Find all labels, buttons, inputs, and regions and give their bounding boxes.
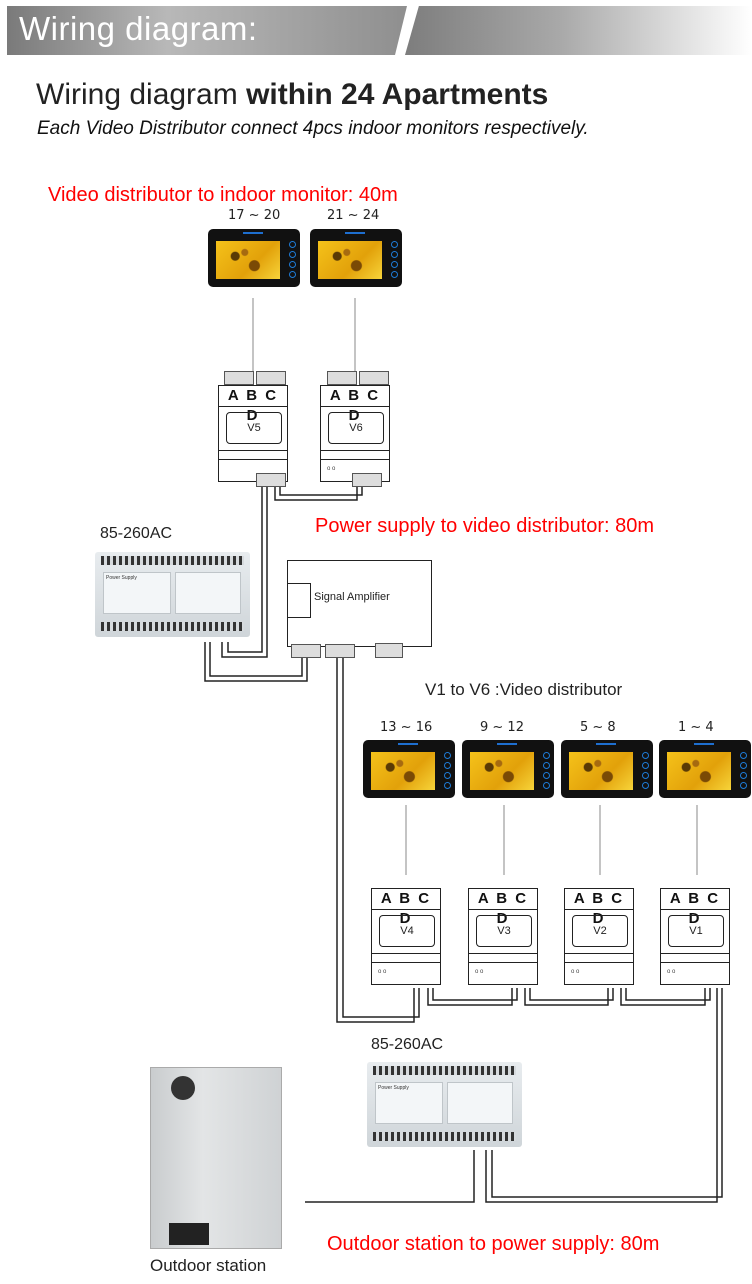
outdoor-station	[150, 1067, 282, 1249]
brand-logo	[345, 232, 365, 234]
indoor-monitor	[462, 740, 554, 798]
wire-v3-v2-a	[524, 988, 609, 1006]
terminal-block	[291, 644, 321, 658]
banner-left-bar	[7, 6, 407, 55]
port-labels: A B C D	[321, 386, 389, 424]
power-supply: Power Supply	[367, 1062, 522, 1147]
camera-icon	[171, 1076, 195, 1100]
monitor-screen	[216, 241, 280, 279]
distributor-id: V6	[328, 412, 384, 444]
monitor-label: 13 ~ 16	[380, 720, 433, 735]
distributor-id: V5	[226, 412, 282, 444]
signal-amplifier: Signal Amplifier	[287, 560, 432, 647]
wire-v1-psu2-b	[491, 988, 723, 1198]
card-reader	[169, 1223, 209, 1245]
wire-v5-v6-b	[279, 482, 363, 496]
monitor-label: 9 ~ 12	[480, 720, 524, 735]
amplifier-label: Signal Amplifier	[314, 591, 390, 603]
terminal-block	[224, 371, 254, 385]
power-supply: Power Supply	[95, 552, 250, 637]
monitor-buttons	[289, 241, 296, 281]
video-distributor-v6: A B C D V6 o o	[320, 385, 390, 482]
annotation-distributor-to-monitor: Video distributor to indoor monitor: 40m	[48, 184, 398, 206]
indoor-monitor	[363, 740, 455, 798]
banner-right-bar	[405, 6, 752, 55]
brand-logo	[243, 232, 263, 234]
video-distributor-v5: A B C D V5	[218, 385, 288, 482]
port-labels: A B C D	[469, 889, 537, 927]
terminal-block	[327, 371, 357, 385]
page-subtitle: Each Video Distributor connect 4pcs indo…	[37, 118, 589, 139]
wire-outdoor-psu2	[305, 1150, 475, 1203]
monitor-label: 21 ~ 24	[327, 208, 380, 223]
monitor-buttons	[391, 241, 398, 281]
psu-panel-text: Power Supply	[103, 572, 171, 614]
indoor-monitor	[659, 740, 751, 798]
outdoor-station-label: Outdoor station	[150, 1256, 267, 1275]
page-title: Wiring diagram within 24 Apartments	[36, 78, 548, 112]
annotation-power-to-distributor: Power supply to video distributor: 80m	[315, 515, 655, 537]
psu-label: 85-260AC	[100, 525, 173, 542]
distributor-id: V1	[668, 915, 724, 947]
indoor-monitor	[561, 740, 653, 798]
monitor-screen	[318, 241, 382, 279]
terminal-block	[359, 371, 389, 385]
terminal-block	[256, 473, 286, 487]
banner-title: Wiring diagram:	[19, 10, 258, 47]
port-labels: A B C D	[661, 889, 729, 927]
annotation-outdoor-to-power: Outdoor station to power supply: 80m	[327, 1233, 660, 1255]
distributor-legend: V1 to V6 :Video distributor	[425, 680, 623, 699]
page-title-bold: within 24 Apartments	[246, 78, 549, 111]
monitor-label: 1 ~ 4	[678, 720, 714, 735]
indoor-monitor	[310, 229, 402, 287]
distributor-id: V2	[572, 915, 628, 947]
indoor-monitor	[208, 229, 300, 287]
wire-v1-psu2-a	[485, 988, 718, 1203]
wire-v2-v1-b	[625, 988, 711, 1001]
distributor-id: V4	[379, 915, 435, 947]
wire-amp-v4-b	[342, 655, 420, 1018]
wire-v3-v2-b	[529, 988, 614, 1001]
port-labels: A B C D	[372, 889, 440, 927]
terminal-block	[352, 473, 382, 487]
port-labels: A B C D	[219, 386, 287, 424]
terminal-block	[325, 644, 355, 658]
terminal-block	[256, 371, 286, 385]
monitor-label: 17 ~ 20	[228, 208, 281, 223]
section-banner: Wiring diagram:	[7, 6, 752, 55]
monitor-label: 5 ~ 8	[580, 720, 616, 735]
wire-v5-psu-b	[221, 482, 268, 658]
wire-v4-v3-b	[432, 988, 518, 1001]
wire-amp-v4-a	[336, 655, 415, 1023]
dip-switch	[375, 643, 403, 658]
wire-v4-v3-a	[427, 988, 513, 1006]
wire-psu1-amp-a	[209, 642, 303, 677]
port-labels: A B C D	[565, 889, 633, 927]
wire-v2-v1-a	[620, 988, 706, 1006]
wire-v5-psu-a	[227, 482, 263, 653]
psu-panel-text: Power Supply	[375, 1082, 443, 1124]
page-title-regular: Wiring diagram	[36, 78, 247, 111]
wire-psu1-amp-b	[204, 642, 308, 682]
wire-v5-v6-a	[274, 482, 358, 501]
psu-label: 85-260AC	[371, 1036, 444, 1053]
distributor-id: V3	[476, 915, 532, 947]
